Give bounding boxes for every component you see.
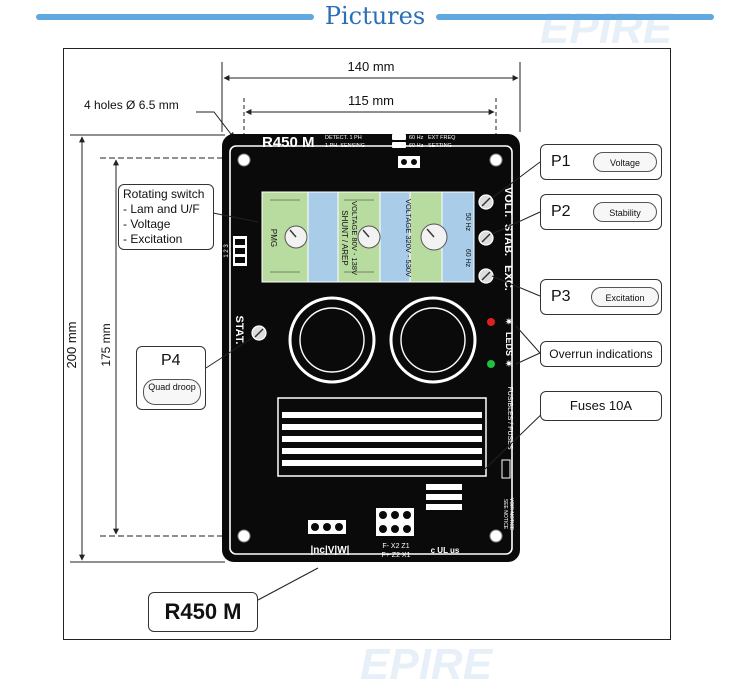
header-bar-left [36, 14, 314, 20]
dimension-115mm-label: 115 mm [348, 93, 394, 108]
sun-icon: ✷ [505, 317, 513, 328]
dimension-200mm-label: 200 mm [64, 322, 79, 369]
leds-label: LEDS [504, 332, 514, 356]
leader-fuses [483, 405, 551, 471]
dimension-200mm [70, 134, 225, 563]
terminal-bottom-label: |nc|V|W| [311, 545, 350, 556]
leader-p2 [491, 211, 541, 235]
mounting-hole [237, 153, 503, 543]
excitation-connector [376, 508, 414, 536]
dimension-175mm [100, 157, 240, 537]
heatsink [277, 397, 487, 477]
p2-label: P2 [551, 203, 571, 220]
voltage-knob: Voltage [593, 152, 657, 172]
detect-line1: DETECT. 1 PH [325, 135, 362, 141]
page-title: Pictures [324, 2, 426, 30]
board-model: R450 M [262, 134, 315, 151]
stat-label: STAT. [233, 316, 245, 345]
quad-droop-knob: Quad droop [143, 379, 201, 405]
sun-icon: ✷ [505, 359, 513, 370]
p1-callout: P1 Voltage [540, 144, 662, 180]
freq-line2: 60 Hz [409, 143, 424, 149]
callout-line: Rotating switch [123, 187, 205, 201]
callout-line: - Excitation [123, 232, 183, 246]
ext-freq-line2: SETTING [428, 143, 452, 149]
detect-line2: 1 PH. SENSING [325, 143, 365, 149]
volt-label: VOLT. [502, 187, 514, 217]
ext-freq-line1: EXT FREQ [428, 135, 456, 141]
rotating-switch-panel [261, 191, 475, 283]
dimension-140mm-label: 140 mm [348, 59, 395, 74]
freq-line1: 60 Hz [409, 135, 424, 141]
bottom-connector [308, 520, 346, 534]
top-connector [398, 156, 420, 168]
holes-leader [196, 111, 235, 139]
overrun-label: Overrun indications [549, 347, 653, 361]
side-switch-label: 1 2 3 [224, 244, 230, 258]
fuse [426, 484, 462, 510]
fuses-board-label: FUSIBLES / FUSES [506, 386, 513, 449]
dimension-140mm [221, 62, 521, 132]
side-switch [233, 236, 247, 266]
p3-label: P3 [551, 288, 571, 305]
p4-label: P4 [161, 352, 181, 369]
callout-line: - Voltage [123, 217, 171, 231]
leader-overrun-red [515, 325, 541, 354]
p3-callout: P3 Excitation [540, 279, 662, 315]
capacitor [288, 296, 477, 384]
terminal-row: F- X2 Z1 [382, 543, 409, 550]
notice-line1: VOIR NOTICE [508, 498, 514, 531]
rotating-switch-callout: Rotating switch - Lam and U/F - Voltage … [118, 184, 214, 250]
leader-rotating-switch [212, 212, 259, 223]
terminal-row: F+ Z2 X1 [382, 552, 411, 559]
p1-label: P1 [551, 153, 571, 170]
ul-mark: c UL us [431, 546, 460, 555]
fuse-symbol [501, 459, 511, 479]
stab-label: STAB. [502, 224, 514, 256]
header: Pictures [0, 0, 750, 36]
hz60-label: 60 Hz [464, 249, 471, 268]
voltage-high-label: VOLTAGE 320V - 530V [404, 199, 413, 277]
led-green [487, 360, 495, 368]
exc-label: EXC. [502, 265, 514, 291]
fuses-label: Fuses 10A [569, 398, 633, 413]
board-outline [229, 145, 513, 555]
notice-line2: SEE NOTICE [502, 499, 508, 530]
dial-pointer [289, 228, 435, 238]
model-label-box: R450 M [148, 592, 258, 632]
voltage-low-label: VOLTAGE 80V - 138V [350, 201, 359, 275]
dimension-175mm-label: 175 mm [99, 323, 113, 366]
p4-callout: P4 Quad droop [136, 346, 206, 410]
leader-p3 [491, 275, 541, 297]
header-bar-right [436, 14, 714, 20]
stability-knob: Stability [593, 202, 657, 222]
leader-p4 [205, 337, 253, 369]
potentiometer-slot [254, 197, 491, 338]
callout-line: - Lam and U/F [123, 202, 200, 216]
leader-overrun-green [515, 352, 541, 365]
leader-model [257, 567, 319, 601]
excitation-knob: Excitation [591, 287, 659, 307]
freq-jumper-icon [392, 134, 406, 148]
holes-label: 4 holes Ø 6.5 mm [84, 98, 179, 112]
leader-p1 [491, 161, 541, 199]
led-red [487, 318, 495, 326]
fuses-callout: Fuses 10A [540, 391, 662, 421]
p2-callout: P2 Stability [540, 194, 662, 230]
overrun-callout: Overrun indications [540, 341, 662, 367]
shunt-label: SHUNT / AREP [340, 210, 349, 265]
hz50-label: 50 Hz [464, 213, 471, 232]
pmg-label: PMG [269, 229, 278, 247]
